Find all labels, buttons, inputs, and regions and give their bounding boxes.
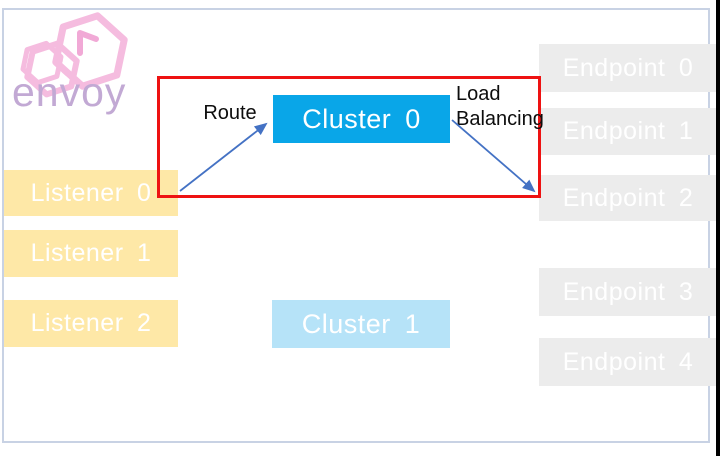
listener-2-box: Listener 2 [4,300,178,347]
slide-border [2,8,710,443]
logo-facet-dot-1 [53,57,63,65]
endpoint-4-box: Endpoint 4 [539,338,717,386]
load-balancing-label: Load Balancing [456,82,544,132]
cluster-0-box: Cluster 0 [273,95,450,143]
window-right-edge [716,0,720,456]
logo-hexagon-large [52,12,128,90]
logo-inner-facet [77,30,99,56]
load-balancing-line1: Load [456,83,501,105]
cluster-1-box: Cluster 1 [272,300,450,348]
highlight-rectangle [157,76,541,198]
endpoint-1-box: Endpoint 1 [539,108,717,155]
listener-1-box: Listener 1 [4,230,178,277]
route-label: Route [203,102,257,124]
load-balancing-line2: Balancing [456,108,544,130]
envoy-wordmark: envoy [12,69,126,115]
envoy-logo: envoy [12,12,128,115]
endpoint-2-box: Endpoint 2 [539,175,717,221]
logo-facet-dot-2 [62,69,70,76]
listener-0-box: Listener 0 [4,170,178,216]
logo-hexagon-medium [24,40,80,98]
endpoint-3-box: Endpoint 3 [539,268,717,316]
endpoint-0-box: Endpoint 0 [539,44,717,92]
